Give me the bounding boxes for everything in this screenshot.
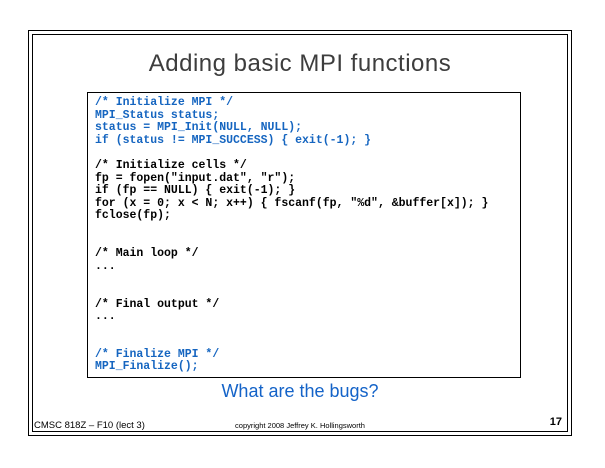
code-line: /* Finalize MPI */ <box>95 347 220 361</box>
code-line: MPI_Finalize(); <box>95 360 199 374</box>
code-line: ... <box>95 310 116 324</box>
slide-title: Adding basic MPI functions <box>148 50 452 77</box>
code-line: for (x = 0; x < N; x++) { fscanf(fp, "%d… <box>95 196 489 210</box>
slide-outer-frame: Adding basic MPI functions /* Initialize… <box>28 30 572 436</box>
code-line <box>95 273 513 286</box>
code-line <box>95 336 513 349</box>
code-line: /* Initialize MPI */ <box>95 96 234 109</box>
code-line <box>95 286 513 299</box>
code-line: fp = fopen("input.dat", "r"); <box>95 171 296 185</box>
code-line <box>95 324 513 337</box>
code-block: /* Initialize MPI */ MPI_Status status; … <box>87 92 521 378</box>
code-line: /* Initialize cells */ <box>95 158 247 172</box>
code-line: status = MPI_Init(NULL, NULL); <box>95 121 303 135</box>
code-line <box>95 223 513 236</box>
code-line: MPI_Status status; <box>95 108 220 122</box>
code-line: fclose(fp); <box>95 209 171 223</box>
code-line: /* Main loop */ <box>95 247 199 261</box>
footer-page-number: 17 <box>549 416 562 428</box>
code-line: /* Final output */ <box>95 297 220 311</box>
footer-course-label: CMSC 818Z – F10 (lect 3) <box>34 420 145 431</box>
code-line: if (status != MPI_SUCCESS) { exit(-1); } <box>95 133 372 147</box>
question-text: What are the bugs? <box>221 381 379 401</box>
code-line: ... <box>95 259 116 273</box>
footer-copyright-label: copyright 2008 Jeffrey K. Hollingsworth <box>235 421 365 430</box>
code-line: if (fp == NULL) { exit(-1); } <box>95 184 296 198</box>
slide-inner-frame: Adding basic MPI functions /* Initialize… <box>32 34 568 432</box>
